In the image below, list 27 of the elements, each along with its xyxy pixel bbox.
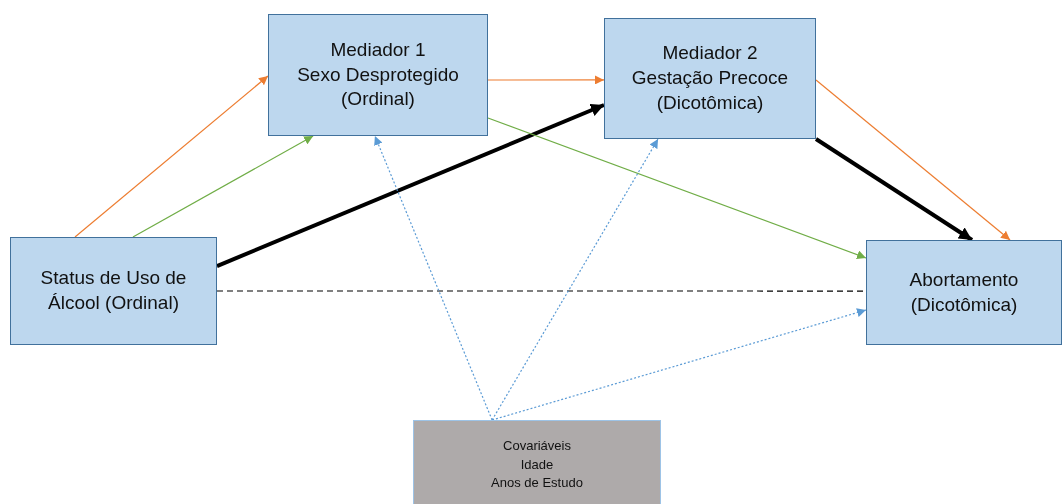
arrow (814, 137, 974, 242)
arrow (374, 135, 493, 421)
covariate-box (413, 420, 661, 504)
box-text: Idade (519, 455, 555, 474)
variable-box (604, 18, 816, 139)
variable-box (866, 240, 1062, 345)
variable-box (10, 237, 217, 345)
box-text: (Dicotômica) (909, 292, 1019, 317)
box-heading: Mediador 1 (329, 37, 427, 62)
arrow (491, 308, 867, 421)
box-text: Anos de Estudo (490, 474, 584, 493)
box-text: Status de Uso de Álcool (Ordinal) (39, 266, 188, 315)
arrow (487, 75, 605, 85)
box-text: (Dicotômica) (655, 90, 765, 115)
arrow (74, 75, 269, 238)
arrow (491, 138, 659, 421)
variable-box (268, 14, 488, 136)
box-heading: Mediador 2 (661, 41, 759, 66)
box-text: Gestação Precoce (630, 66, 790, 91)
box-text: (Ordinal) (340, 87, 416, 112)
arrow (216, 103, 605, 268)
arrow (132, 135, 314, 238)
box-heading: Covariáveis (502, 436, 572, 455)
box-text: Sexo Desprotegido (296, 62, 460, 87)
box-heading: Abortamento (908, 267, 1020, 292)
arrow (487, 117, 867, 260)
arrow (815, 79, 1011, 241)
